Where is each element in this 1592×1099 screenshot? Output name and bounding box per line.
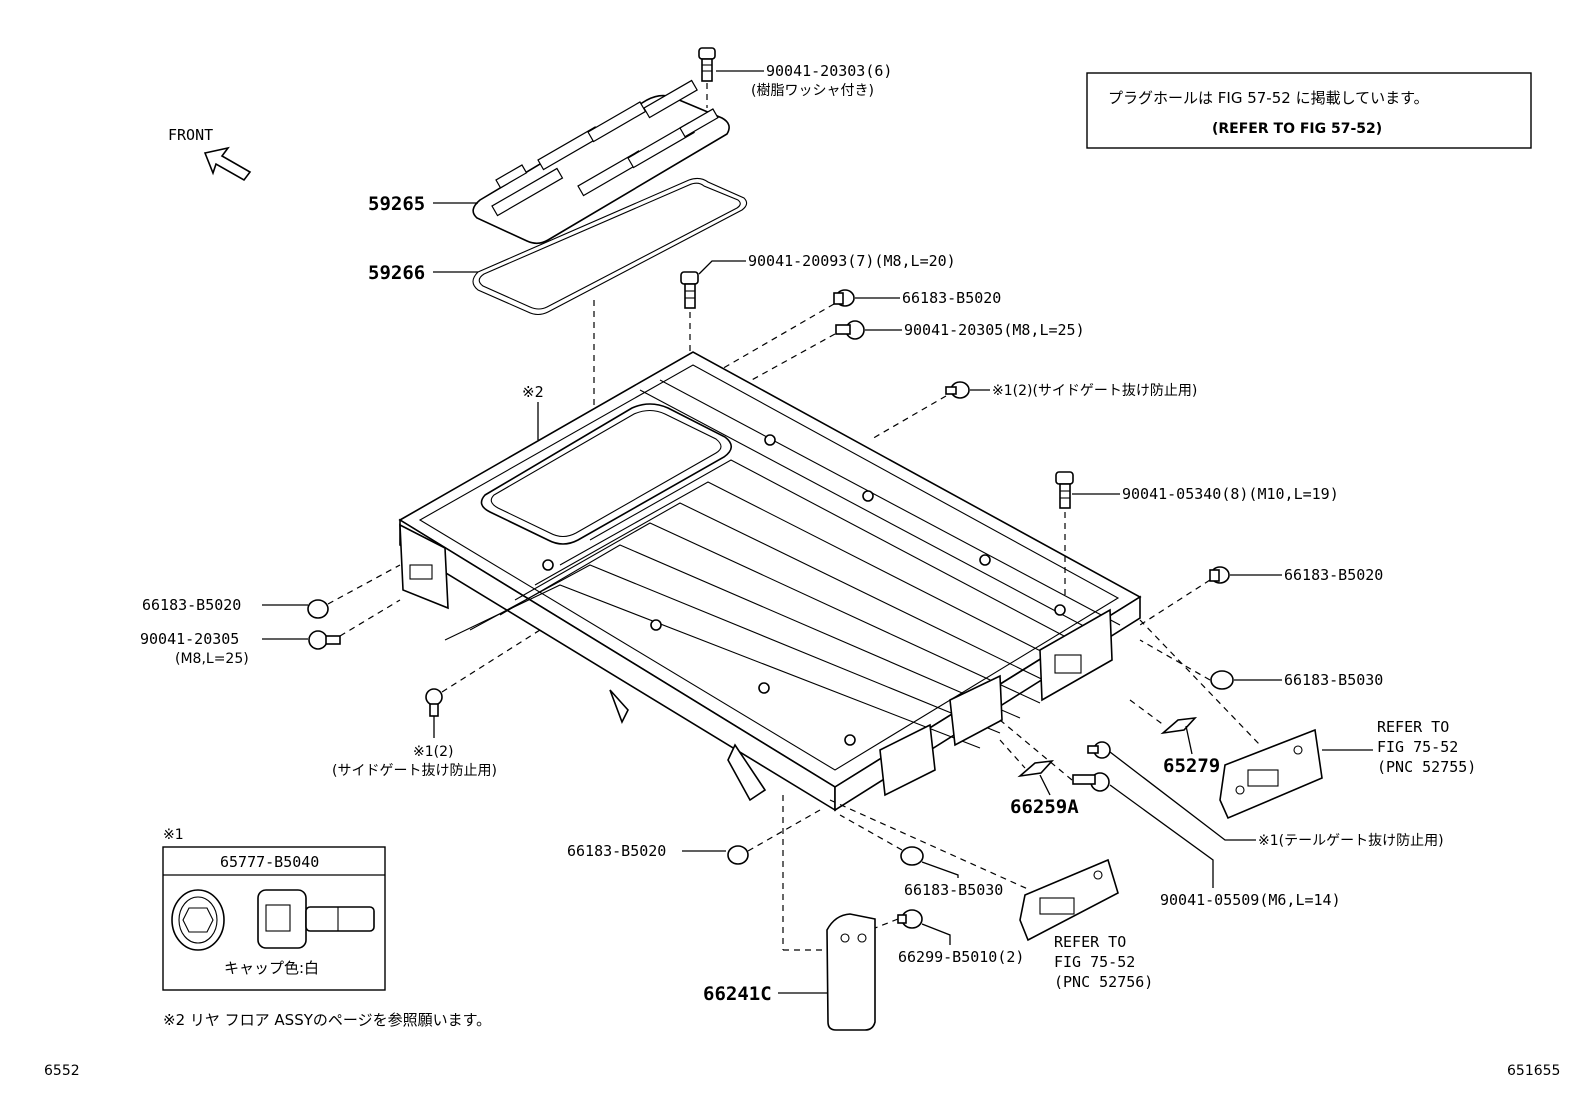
- ref-52755-line3: (PNC 52755): [1377, 758, 1476, 776]
- bolt-90041-20305-left-icon: [308, 630, 341, 650]
- seal-59266: [472, 177, 748, 316]
- figure-id-right: 651655: [1507, 1063, 1560, 1079]
- cap-side-view-icon: [257, 889, 375, 949]
- ref-x2: ※2: [522, 383, 544, 401]
- label-65279: 65279: [1163, 755, 1220, 777]
- note-box-line1: プラグホールは FIG 57-52 に掲載しています。: [1108, 89, 1429, 107]
- label-90041-20303-sub: (樹脂ワッシャ付き): [751, 83, 874, 99]
- label-x1-side-left-2: (サイドゲート抜け防止用): [332, 763, 497, 779]
- cap-66183-B5020-top-icon: [833, 289, 855, 307]
- ref-52756-line3: (PNC 52756): [1054, 973, 1153, 991]
- pin-x1-tail-icon: [1087, 741, 1111, 759]
- ref-52755-line2: FIG 75-52: [1377, 738, 1458, 756]
- label-66183-B5020-top: 66183-B5020: [902, 289, 1001, 307]
- label-66241C: 66241C: [703, 983, 772, 1005]
- label-66183-B5020-bottom: 66183-B5020: [567, 842, 666, 860]
- inset-part-number: 65777-B5040: [220, 853, 319, 871]
- label-90041-05509: 90041-05509(M6,L=14): [1160, 891, 1341, 909]
- cap-front-view-icon: [171, 889, 225, 951]
- label-66183-B5030-bottom: 66183-B5030: [904, 881, 1003, 899]
- label-x1-side-left-1: ※1(2): [413, 744, 453, 760]
- cap-66299-B5010-icon: [897, 909, 923, 929]
- rear-floor-panel: [398, 351, 1142, 812]
- front-label: FRONT: [168, 126, 213, 144]
- mud-flap-66241C: [826, 913, 876, 1031]
- label-90041-20093: 90041-20093(7)(M8,L=20): [748, 252, 956, 270]
- ref-52756-line1: REFER TO: [1054, 933, 1126, 951]
- inset-box: 65777-B5040 キャップ色:白: [162, 846, 386, 991]
- label-90041-20305-left: 90041-20305: [140, 630, 239, 648]
- bolt-90041-05340-icon: [1055, 471, 1074, 509]
- footnote-x2: ※2 リヤ フロア ASSYのページを参照願います。: [163, 1011, 491, 1029]
- note-box: プラグホールは FIG 57-52 に掲載しています。 (REFER TO FI…: [1086, 72, 1532, 149]
- pin-x1-side-top-icon: [945, 381, 970, 399]
- bracket-52756: [1019, 858, 1119, 942]
- note-box-line2: (REFER TO FIG 57-52): [1212, 121, 1382, 137]
- cover-plate-59265: [472, 79, 730, 245]
- figure-id-left: 6552: [44, 1063, 80, 1079]
- label-90041-20305-top: 90041-20305(M8,L=25): [904, 321, 1085, 339]
- inset-mark: ※1: [163, 827, 184, 843]
- label-90041-05340: 90041-05340(8)(M10,L=19): [1122, 485, 1339, 503]
- label-x1-side-top: ※1(2)(サイドゲート抜け防止用): [992, 383, 1197, 399]
- ref-52755-line1: REFER TO: [1377, 718, 1449, 736]
- label-59266: 59266: [368, 262, 425, 284]
- label-66183-B5020-right: 66183-B5020: [1284, 566, 1383, 584]
- cap-66183-B5020-right-icon: [1209, 566, 1230, 584]
- pin-x1-side-left-icon: [425, 688, 443, 717]
- label-66299-B5010: 66299-B5010(2): [898, 948, 1024, 966]
- cap-66183-B5030-bottom-icon: [900, 846, 924, 866]
- label-x1-tail: ※1(テールゲート抜け防止用): [1258, 833, 1444, 849]
- bracket-52755: [1219, 728, 1323, 820]
- label-66259A: 66259A: [1010, 796, 1079, 818]
- label-90041-20303: 90041-20303(6): [766, 62, 892, 80]
- clip-66259A-icon: [1017, 759, 1055, 778]
- bolt-90041-20305-top-icon: [835, 320, 865, 340]
- ref-52756-line2: FIG 75-52: [1054, 953, 1135, 971]
- bolt-90041-05509-icon: [1072, 772, 1110, 792]
- front-arrow-icon: [203, 146, 252, 182]
- cap-66183-B5030-right-icon: [1210, 670, 1234, 690]
- bolt-90041-20303-icon: [698, 47, 716, 82]
- cap-66183-B5020-left-icon: [307, 599, 329, 619]
- cap-66183-B5020-bottom-icon: [727, 845, 749, 865]
- clip-65279-icon: [1160, 716, 1198, 735]
- label-66183-B5030-right: 66183-B5030: [1284, 671, 1383, 689]
- label-90041-20305-left-sub: (M8,L=25): [175, 651, 249, 667]
- inset-caption: キャップ色:白: [224, 959, 319, 977]
- bolt-90041-20093-icon: [680, 271, 699, 309]
- label-59265: 59265: [368, 193, 425, 215]
- label-66183-B5020-left: 66183-B5020: [142, 596, 241, 614]
